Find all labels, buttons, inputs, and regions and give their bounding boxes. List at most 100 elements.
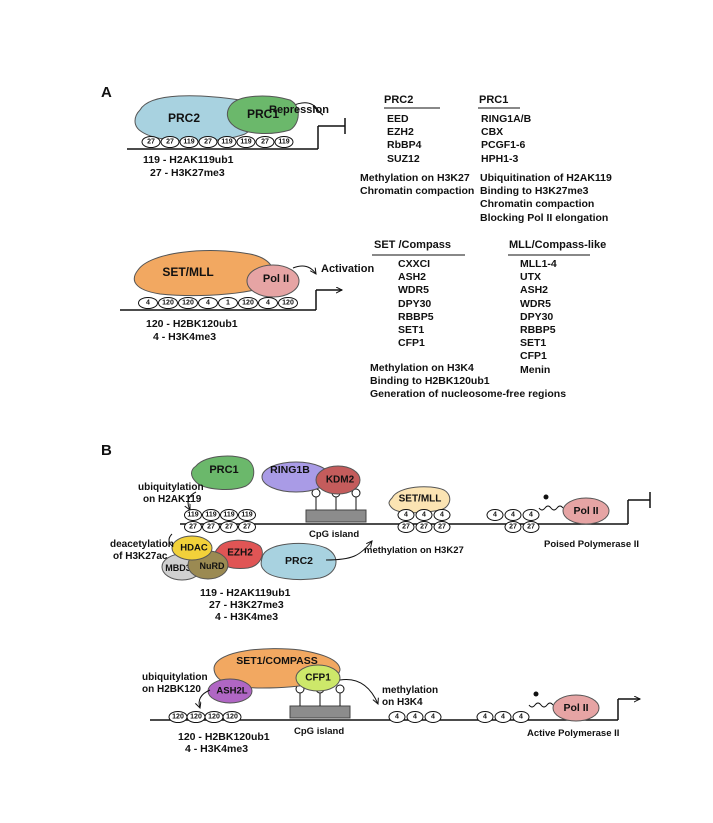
histone-label: 119 [183, 139, 194, 146]
mll-member: ASH2 [520, 284, 549, 297]
histone-label: 4 [511, 512, 515, 519]
pol2-label: Pol II [573, 505, 598, 517]
setmll-label: SET/MLL [399, 494, 442, 505]
histone-label: 1 [226, 300, 230, 307]
set-table-header: SET /Compass [374, 239, 452, 251]
histone-label: 27 [225, 524, 233, 531]
ash2l-label: ASH2L [216, 686, 247, 697]
histone-oval [486, 509, 504, 521]
histone-label: 120 [226, 714, 238, 721]
histone-oval [238, 521, 256, 533]
histone-oval [202, 521, 220, 533]
histone-label: 27 [420, 524, 428, 531]
set-member: SET1 [398, 324, 425, 337]
prc1-label: PRC1 [247, 107, 279, 121]
histone-oval [504, 509, 522, 521]
ub-label-2: on H2AK119 [143, 494, 202, 505]
cpg-island-block [289, 705, 351, 719]
histone-oval [433, 509, 451, 521]
prc2-label: PRC2 [168, 111, 200, 125]
histone-label: 27 [402, 524, 410, 531]
prc1-table-header: PRC1 [479, 94, 509, 106]
mll-functions: Methylation on H3K4 Binding to H2BK120ub… [370, 362, 566, 402]
histone-oval [218, 297, 238, 309]
legend-b1-line2: 27 - H3K27me3 [209, 599, 284, 611]
ub-arrow [199, 689, 211, 708]
mll-function: Methylation on H3K4 [370, 362, 474, 374]
histone-oval [415, 521, 433, 533]
cpg-island-label: CpG island [309, 529, 359, 540]
prc2-function: Methylation on H3K27 [360, 172, 470, 184]
prc1-function: Chromatin compaction [480, 198, 595, 211]
set-members-list: CXXCI ASH2 WDR5 DPY30 RBBP5 SET1 CFP1 [398, 258, 434, 350]
prc1-blob [191, 455, 255, 490]
histone-label: 120 [172, 714, 184, 721]
prc1-function: Ubiquitination of H2AK119 [480, 172, 612, 184]
histone-label: 119 [221, 139, 232, 146]
histone-oval [236, 136, 256, 148]
mll-member: RBBP5 [520, 324, 556, 337]
methyl-label-1: methylation [382, 685, 438, 696]
prc2-member: SUZ12 [387, 152, 420, 165]
histone-oval [141, 136, 161, 148]
panel-label-b: B [101, 442, 112, 459]
mll-members-list: MLL1-4 UTX ASH2 WDR5 DPY30 RBBP5 SET1 CF… [520, 258, 557, 377]
histone-label: 4 [413, 714, 417, 721]
set-member: CFP1 [398, 337, 425, 350]
histone-oval [255, 136, 275, 148]
prc2-table-header: PRC2 [384, 94, 414, 106]
histone-label: 4 [493, 512, 497, 519]
ub-label-2: on H2BK120 [142, 684, 201, 695]
histone-label: 4 [431, 714, 435, 721]
part-b-poised-diagram: CpG island PRC1 ubiquitylation on H2AK11… [110, 455, 651, 623]
histone-oval [494, 711, 512, 723]
repression-label: Repression [269, 104, 329, 116]
histone-label: 120 [208, 714, 220, 721]
prc1-member: HPH1-3 [481, 152, 519, 165]
active-label: Active Polymerase II [527, 728, 619, 739]
histone-oval [522, 521, 540, 533]
cpg-island-label: CpG island [294, 726, 344, 737]
histone-oval [220, 509, 238, 521]
mll-member: Menin [520, 363, 551, 376]
histone-label: 4 [146, 300, 150, 307]
histone-label: 27 [204, 139, 212, 146]
methyl-label: methylation on H3K27 [364, 545, 464, 556]
legend-b2-line2: 4 - H3K4me3 [185, 743, 248, 755]
histone-oval [397, 521, 415, 533]
histone-label: 27 [438, 524, 446, 531]
histone-oval [512, 711, 530, 723]
cpg-island-block [305, 509, 367, 523]
poised-label: Poised Polymerase II [544, 539, 639, 550]
histone-label: 4 [529, 512, 533, 519]
mll-function: Binding to H2BK120ub1 [370, 375, 490, 388]
histone-oval [138, 297, 158, 309]
cfp1-blob [295, 664, 341, 692]
histone-oval [160, 136, 180, 148]
mll-member: DPY30 [520, 310, 554, 323]
prc2-members-list: EED EZH2 RbBP4 SUZ12 [387, 113, 421, 166]
histone-oval [388, 711, 406, 723]
deac-arrow [168, 533, 173, 547]
deac-label-1: deacetylation [110, 539, 174, 550]
ub-arrow [188, 491, 197, 510]
pol2-label: Pol II [563, 702, 588, 714]
histone-oval [406, 711, 424, 723]
mll-member: SET1 [520, 337, 547, 350]
histone-label: 4 [483, 714, 487, 721]
histone-label: 119 [187, 512, 198, 519]
histone-label: 119 [241, 512, 252, 519]
histone-label: 120 [182, 300, 194, 307]
pol2-blob [246, 264, 300, 298]
histone-oval [278, 297, 298, 309]
histone-oval [274, 136, 294, 148]
deac-label-2: of H3K27ac [113, 551, 168, 562]
histone-oval [238, 297, 258, 309]
histone-label: 27 [243, 524, 251, 531]
histone-oval [179, 136, 199, 148]
histone-oval [184, 521, 202, 533]
